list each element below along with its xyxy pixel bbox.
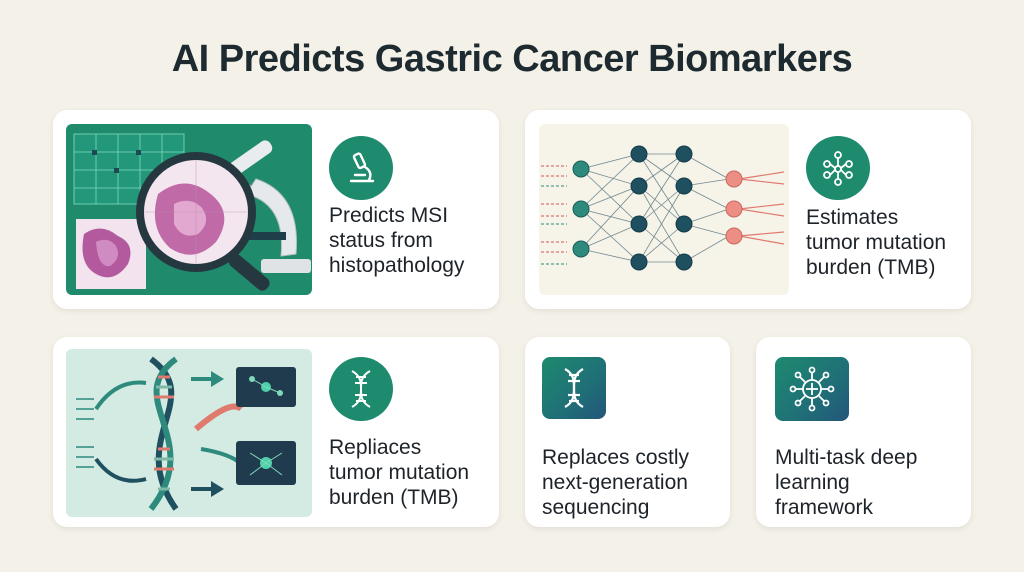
- card-label: Estimates tumor mutation burden (TMB): [806, 206, 947, 279]
- card-tmb-estimation: Estimates tumor mutation burden (TMB): [525, 110, 971, 309]
- card-replaces-ngs: Replaces costly next-generation sequenci…: [525, 337, 730, 527]
- card-label: Predicts MSI status from histopathology: [329, 204, 465, 277]
- dna-icon: [329, 357, 393, 421]
- card-label: Multi-task deep learning framework: [775, 446, 918, 519]
- card-label: Repliaces tumor mutation burden (TMB): [329, 436, 470, 509]
- dna-icon: [542, 357, 606, 419]
- card-msi-histopathology: Predicts MSI status from histopathology: [53, 110, 499, 309]
- neural-network-icon: [806, 136, 870, 200]
- network-hub-icon: [775, 357, 849, 421]
- card-label: Replaces costly next-generation sequenci…: [542, 446, 690, 519]
- card-tmb-replacement: Repliaces tumor mutation burden (TMB): [53, 337, 499, 527]
- neural-network-illustration: [539, 124, 789, 295]
- page-title: AI Predicts Gastric Cancer Biomarkers: [171, 38, 853, 80]
- dna-sequencing-illustration: [66, 349, 312, 517]
- card-multitask-framework: Multi-task deep learning framework: [756, 337, 971, 527]
- microscope-icon: [329, 136, 393, 200]
- histopathology-illustration: [66, 124, 312, 295]
